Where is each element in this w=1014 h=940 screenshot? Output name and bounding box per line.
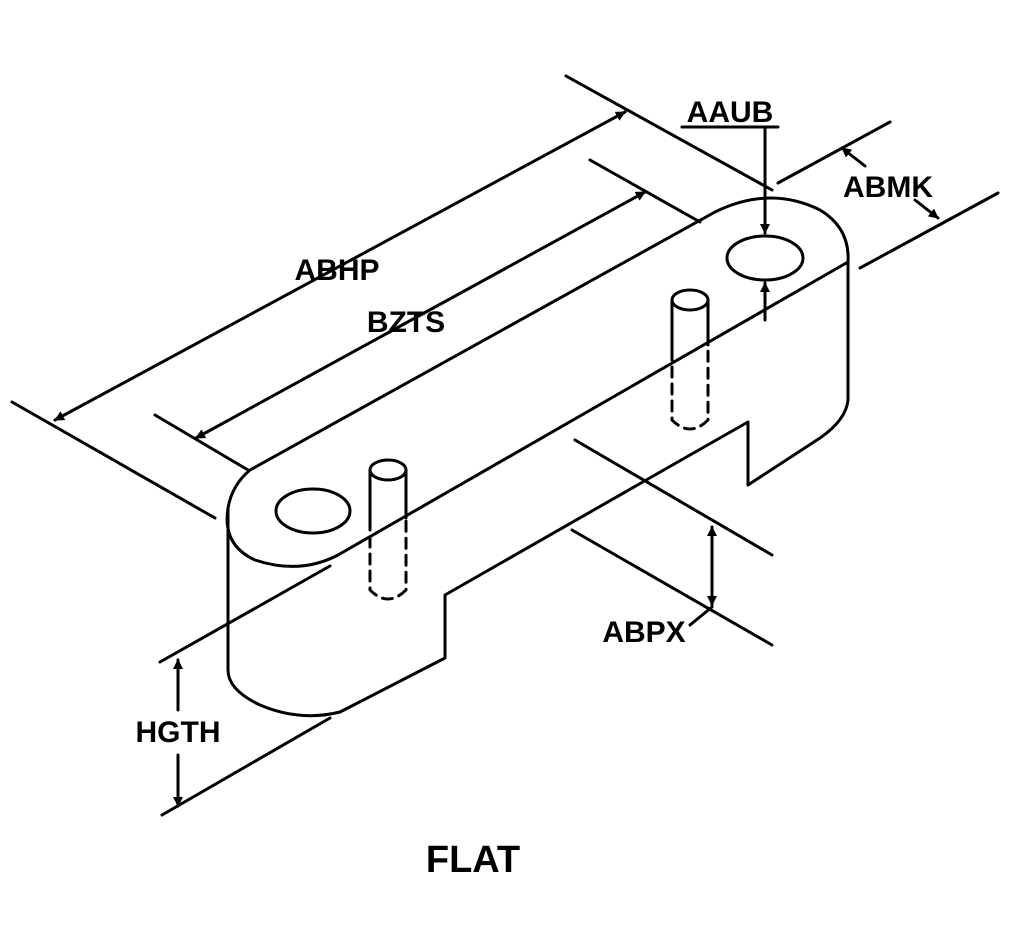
dimension-abmk: [776, 120, 1000, 270]
label-abpx: ABPX: [602, 616, 685, 649]
part-body: [225, 196, 850, 718]
label-aaub: AAUB: [687, 96, 774, 129]
label-abhp: ABHP: [294, 254, 379, 287]
dimension-aaub: [680, 125, 780, 322]
label-abmk: ABMK: [843, 171, 933, 204]
dimension-hgth: [158, 564, 332, 817]
hole-right: [725, 234, 805, 282]
dimension-bzts: [153, 158, 702, 472]
hole-left: [274, 487, 352, 535]
dimension-abpx: [570, 438, 774, 647]
drawing-title: FLAT: [426, 839, 520, 881]
pin-right: [670, 288, 710, 431]
label-bzts: BZTS: [367, 306, 445, 339]
right-end-side: [226, 260, 850, 718]
pin-left: [368, 458, 408, 601]
dimension-abhp: [10, 74, 774, 520]
label-hgth: HGTH: [136, 716, 221, 749]
